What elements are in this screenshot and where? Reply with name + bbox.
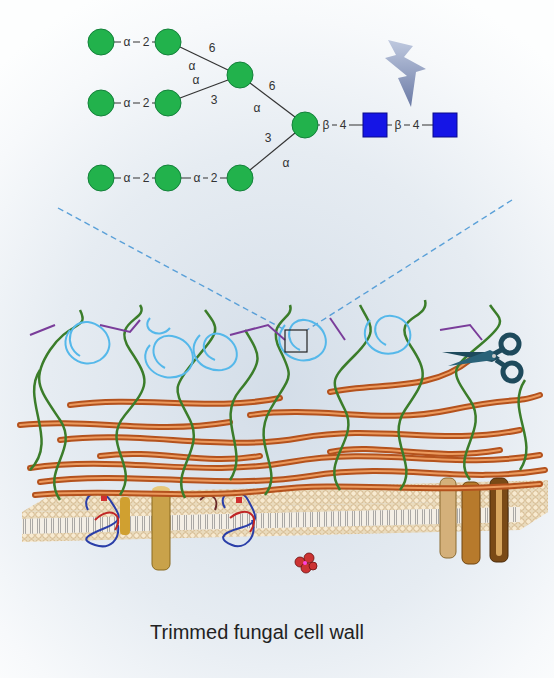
linkage-label: 4 (413, 119, 420, 131)
scissors-icon (442, 335, 521, 381)
linkage-label: β (395, 119, 402, 131)
linkage-label: 6 (209, 42, 216, 54)
linkage-label: 2 (143, 172, 150, 184)
cleavage-bolt (385, 40, 426, 107)
linkage-label: β (323, 119, 330, 131)
figure-caption: Trimmed fungal cell wall (0, 621, 534, 643)
mannoprotein-chains (30, 300, 526, 500)
zoom-lines (58, 200, 512, 330)
linkage-label: α (124, 97, 131, 109)
linkage-label: 4 (340, 119, 347, 131)
outer-glycoprotein-loops (65, 316, 410, 378)
outer-chains (30, 318, 482, 340)
glcnac-squares (363, 113, 457, 137)
zoom-box (285, 330, 307, 352)
linkage-label: α (283, 157, 290, 169)
linkage-label: α (124, 36, 131, 48)
linkage-label: α (194, 172, 201, 184)
linkage-label: 2 (143, 36, 150, 48)
mannose-circles (88, 29, 318, 191)
linkage-label: α (254, 102, 261, 114)
glycan-bonds (114, 42, 433, 178)
linkage-label: 3 (211, 94, 218, 106)
linkage-label: 3 (265, 132, 272, 144)
linkage-label: α (124, 172, 131, 184)
linkage-label: 2 (143, 97, 150, 109)
linkage-label: 2 (211, 172, 218, 184)
linkage-label: α (193, 74, 200, 86)
linkage-label: 6 (269, 80, 276, 92)
linkage-label: α (189, 60, 196, 72)
